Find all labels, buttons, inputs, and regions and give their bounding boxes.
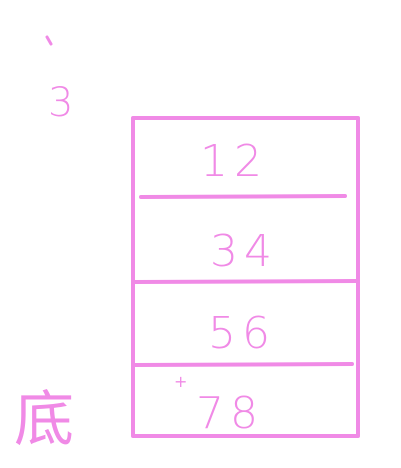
stack-cell-3: 56	[208, 308, 276, 359]
stack-cell-2: 34	[210, 226, 278, 277]
stack-divider-3	[133, 362, 354, 367]
stack-outline	[131, 116, 360, 438]
stack-cells: 12 34 56 78	[196, 136, 278, 439]
stack-divider-2	[133, 279, 359, 284]
top-left-mark: 3	[48, 80, 79, 126]
stack-box	[131, 116, 360, 438]
stack-divider-1	[139, 194, 347, 199]
stack-cell-4: 78	[196, 388, 264, 439]
top-left-tick-stroke	[45, 35, 53, 46]
bottom-left-mark: 底	[14, 385, 74, 455]
top-left-annotation: 3	[45, 35, 79, 126]
plus-mark: +	[174, 372, 187, 391]
stack-cell-1: 12	[200, 136, 268, 187]
